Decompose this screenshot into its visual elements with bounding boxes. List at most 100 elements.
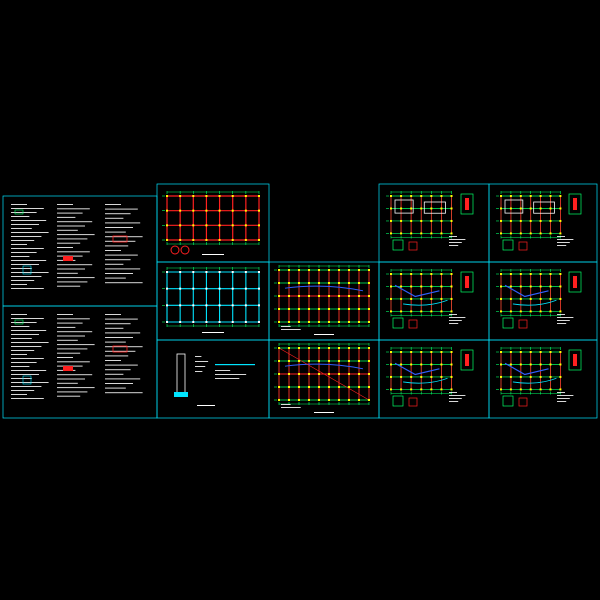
section-detail bbox=[460, 193, 474, 215]
column-node bbox=[244, 195, 247, 197]
text-line bbox=[11, 260, 47, 261]
column-node bbox=[549, 232, 552, 235]
note-symbol bbox=[14, 209, 24, 215]
column-node bbox=[308, 321, 310, 323]
rebar-line bbox=[394, 362, 440, 376]
rebar-line bbox=[284, 285, 364, 292]
column-node bbox=[338, 373, 340, 375]
note-line bbox=[215, 364, 255, 366]
text-line bbox=[105, 273, 133, 274]
text-line bbox=[557, 320, 570, 321]
text-line bbox=[105, 250, 121, 251]
sheet-stair-plan-1 bbox=[378, 183, 490, 263]
column-node bbox=[410, 195, 413, 197]
column-node bbox=[348, 269, 350, 271]
text-line bbox=[557, 323, 567, 324]
column-node bbox=[559, 388, 562, 391]
column-node bbox=[298, 399, 300, 401]
column-node bbox=[430, 310, 433, 313]
column-node bbox=[166, 271, 168, 273]
column-node bbox=[430, 363, 433, 366]
text-line bbox=[105, 268, 141, 270]
sheet-general-notes-2 bbox=[2, 305, 158, 419]
text-line bbox=[57, 318, 90, 320]
column-node bbox=[258, 287, 260, 290]
column-node bbox=[179, 271, 182, 273]
column-node bbox=[390, 351, 392, 353]
column-node bbox=[559, 195, 562, 197]
column-node bbox=[420, 363, 423, 366]
column-node bbox=[179, 239, 182, 241]
column-node bbox=[358, 347, 360, 349]
column-node bbox=[509, 363, 512, 366]
text-line bbox=[449, 314, 457, 315]
text-line bbox=[105, 373, 124, 375]
column-node bbox=[450, 375, 453, 378]
text-line bbox=[105, 208, 138, 210]
text-line bbox=[11, 240, 35, 241]
sheet-frame bbox=[156, 339, 270, 419]
column-node bbox=[358, 308, 360, 310]
sheet-title-mark bbox=[314, 412, 334, 413]
column-node bbox=[519, 297, 522, 300]
text-line bbox=[11, 370, 47, 371]
sheet-floor-beam-plan-1 bbox=[268, 261, 380, 341]
text-line bbox=[105, 259, 131, 261]
section-detail bbox=[573, 198, 577, 210]
text-line bbox=[57, 339, 78, 341]
column-node bbox=[278, 399, 280, 401]
text-line bbox=[11, 288, 44, 289]
column-node bbox=[166, 209, 168, 212]
section-detail bbox=[392, 317, 404, 329]
column-node bbox=[288, 282, 290, 284]
text-line bbox=[57, 251, 90, 253]
column-node bbox=[539, 195, 542, 197]
column-node bbox=[450, 273, 453, 275]
column-node bbox=[368, 269, 370, 271]
column-node bbox=[440, 273, 443, 275]
text-line bbox=[57, 281, 88, 283]
text-line bbox=[105, 350, 136, 352]
text-line bbox=[449, 239, 466, 240]
column-node bbox=[278, 373, 280, 375]
column-node bbox=[390, 195, 392, 197]
column-node bbox=[440, 297, 443, 300]
column-node bbox=[368, 295, 370, 297]
text-line bbox=[57, 264, 93, 266]
text-line bbox=[57, 242, 81, 244]
text-line bbox=[57, 352, 81, 354]
column-node bbox=[519, 375, 522, 378]
text-line bbox=[11, 350, 35, 351]
text-line bbox=[105, 254, 138, 256]
column-node bbox=[509, 195, 512, 197]
section-detail bbox=[573, 354, 577, 366]
text-line bbox=[57, 212, 83, 214]
section-detail bbox=[568, 193, 582, 215]
text-line bbox=[557, 395, 574, 396]
text-line bbox=[11, 330, 47, 331]
section-detail bbox=[465, 276, 469, 288]
column-node bbox=[244, 304, 247, 307]
column-node bbox=[218, 209, 221, 212]
text-line bbox=[11, 220, 47, 221]
column-node bbox=[500, 219, 502, 222]
column-node bbox=[328, 399, 330, 401]
column-node bbox=[179, 304, 182, 307]
text-line bbox=[11, 346, 42, 347]
column-node bbox=[539, 232, 542, 235]
column-node bbox=[519, 207, 522, 210]
column-node bbox=[390, 297, 392, 300]
text-line bbox=[281, 326, 291, 327]
text-line bbox=[105, 346, 143, 348]
column-node bbox=[539, 388, 542, 391]
column-node bbox=[205, 209, 208, 212]
text-line bbox=[105, 355, 129, 357]
column-node bbox=[400, 310, 403, 313]
column-node bbox=[288, 321, 290, 323]
text-line bbox=[557, 242, 570, 243]
column-node bbox=[529, 195, 532, 197]
column-node bbox=[205, 321, 208, 323]
text-line bbox=[11, 244, 27, 245]
text-line bbox=[57, 374, 93, 376]
column-node bbox=[509, 285, 512, 288]
